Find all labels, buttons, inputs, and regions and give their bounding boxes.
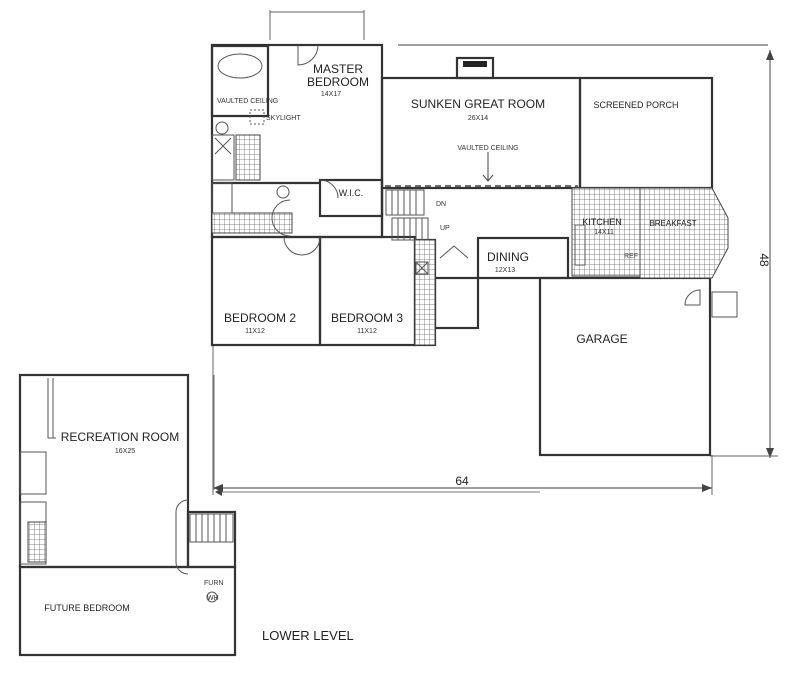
main-level-walls — [210, 43, 738, 457]
room-label-master: MASTER — [313, 62, 363, 76]
room-size-master: 14X17 — [321, 91, 341, 98]
note-wh: WH — [207, 595, 219, 602]
room-size-great-room: 26X14 — [468, 115, 488, 122]
room-label-wic: W.I.C. — [339, 188, 364, 198]
room-label-dining: DINING — [487, 250, 529, 264]
note-vaulted-ceiling-great: VAULTED CEILING — [457, 145, 518, 152]
room-size-bedroom-2: 11X12 — [245, 328, 265, 335]
room-size-bedroom-3: 11X12 — [357, 328, 377, 335]
room-label-master-2: BEDROOM — [307, 75, 369, 89]
dimension-width: 64 — [455, 474, 469, 488]
note-skylight: SKYLIGHT — [266, 115, 301, 122]
room-size-kitchen: 14X11 — [594, 229, 614, 236]
stairs-up-label: UP — [440, 225, 450, 232]
skylight-icon — [249, 109, 265, 125]
lower-level-title: LOWER LEVEL — [262, 628, 354, 643]
dimension-lines — [212, 10, 778, 495]
room-label-recreation: RECREATION ROOM — [61, 430, 179, 444]
room-label-kitchen: KITCHEN — [582, 217, 622, 227]
note-vaulted-ceiling-master: VAULTED CEILING — [217, 98, 278, 105]
room-label-great-room: SUNKEN GREAT ROOM — [411, 97, 545, 111]
room-size-dining: 12X13 — [495, 267, 515, 274]
stairs-down-label: DN — [436, 201, 446, 208]
room-label-breakfast: BREAKFAST — [649, 219, 696, 228]
room-label-bedroom-2: BEDROOM 2 — [224, 311, 296, 325]
note-ref: REF — [624, 253, 638, 260]
room-label-bedroom-3: BEDROOM 3 — [331, 311, 403, 325]
note-furn: FURN — [204, 580, 223, 587]
lower-level-walls — [18, 373, 540, 657]
dimension-depth: 48 — [757, 253, 771, 267]
main-level-labels: MASTER BEDROOM 14X17 VAULTED CEILING SKY… — [217, 62, 771, 488]
room-label-garage: GARAGE — [576, 332, 627, 346]
room-size-recreation: 16X25 — [115, 448, 135, 455]
main-stairs — [385, 189, 429, 241]
lower-level-labels: RECREATION ROOM 16X25 FUTURE BEDROOM FUR… — [44, 430, 354, 643]
room-label-future-bedroom: FUTURE BEDROOM — [44, 603, 130, 613]
room-label-porch: SCREENED PORCH — [593, 100, 678, 110]
